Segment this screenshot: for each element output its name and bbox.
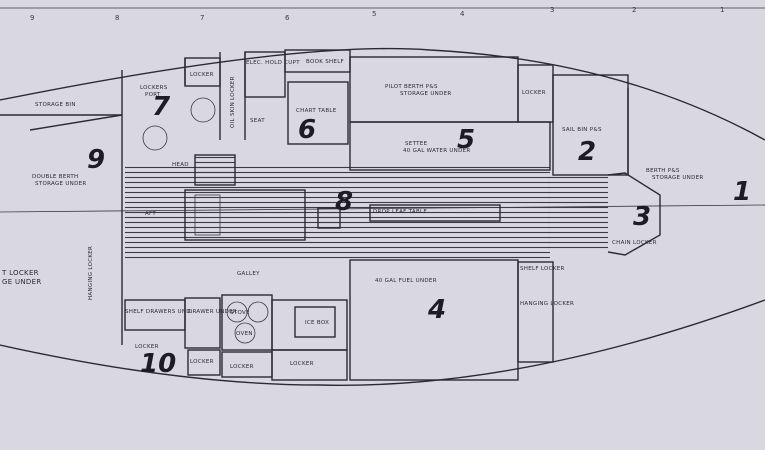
label-locker: LOCKER (230, 364, 254, 370)
ruler-mark: 1 (720, 6, 724, 14)
label-drop-leaf-table: DROP LEAF TABLE (373, 209, 427, 215)
label-ice-box: ICE BOX (305, 320, 329, 326)
compartment-number: 6 (298, 115, 316, 145)
label-chart-table: CHART TABLE (296, 108, 337, 114)
label-aft: AFT (145, 211, 156, 217)
ruler-mark: 7 (200, 14, 204, 22)
label-storage-bin: STORAGE BIN (35, 102, 76, 108)
compartment-number: 1 (733, 177, 751, 207)
ruler-mark: 2 (632, 6, 636, 14)
label-locker: T LOCKER (1, 269, 39, 277)
compartment-number: 5 (457, 125, 475, 155)
label-pilot-berth: PILOT BERTH P&S (385, 84, 438, 90)
top-ruler: 9 8 7 6 5 4 3 2 1 (0, 6, 765, 22)
compartment-walls (0, 49, 661, 381)
label-locker: LOCKER (190, 72, 214, 78)
ruler-mark: 8 (115, 14, 119, 22)
compartment-number: 4 (427, 295, 446, 325)
label-locker: LOCKER (290, 361, 314, 367)
label-double-berth: DOUBLE BERTH (32, 174, 78, 180)
label-lockers: LOCKERS (140, 85, 168, 91)
label-book-shelf: BOOK SHELF (306, 59, 344, 65)
label-storage-under: GE UNDER (2, 278, 42, 286)
label-storage-under: STORAGE UNDER (400, 91, 452, 97)
label-oven: OVEN (236, 331, 253, 337)
compartment-number: 3 (633, 202, 651, 232)
compartment-number: 7 (152, 92, 171, 122)
label-oil-skin-locker: OIL SKIN LOCKER (230, 76, 236, 128)
label-shelf-locker: SHELF LOCKER (520, 266, 565, 272)
labels: STORAGE BIN DOUBLE BERTH STORAGE UNDER L… (1, 59, 704, 370)
label-lockers-port: PORT (145, 92, 161, 98)
hull-outline (0, 47, 765, 386)
fixtures (142, 97, 269, 344)
label-settee: SETTEE (405, 141, 428, 147)
label-head: HEAD (172, 162, 189, 168)
label-drawer-under: DRAWER UNDER (188, 309, 237, 315)
label-hanging-locker: HANGING LOCKER (88, 246, 94, 300)
label-water-tank: 40 GAL WATER UNDER (403, 148, 471, 154)
label-galley: GALLEY (237, 271, 260, 277)
label-shelf-drawers: SHELF DRAWERS UND. (125, 309, 193, 315)
label-hanging-locker: HANGING LOCKER (520, 301, 574, 307)
ruler-mark: 3 (550, 6, 554, 14)
label-locker: LOCKER (135, 344, 159, 350)
label-seat: SEAT (250, 118, 265, 124)
label-sail-bin: SAIL BIN P&S (562, 127, 602, 133)
compartment-number: 2 (578, 137, 596, 167)
label-locker: LOCKER (522, 90, 546, 96)
ruler-mark: 9 (30, 14, 34, 22)
ruler-mark: 6 (285, 14, 290, 22)
compartment-number: 10 (140, 349, 176, 379)
label-storage-under: STORAGE UNDER (652, 175, 704, 181)
ruler-mark: 5 (372, 10, 376, 18)
label-chain-locker: CHAIN LOCKER (612, 240, 657, 246)
compartment-number: 9 (87, 145, 105, 175)
label-berth: BERTH P&S (646, 168, 680, 174)
label-locker: LOCKER (190, 359, 214, 365)
label-fuel-tank: 40 GAL FUEL UNDER (375, 278, 437, 284)
ruler-mark: 4 (460, 10, 465, 18)
compartment-number: 8 (335, 187, 353, 217)
label-stove: STOVE (230, 310, 250, 316)
label-storage-under: STORAGE UNDER (35, 181, 87, 187)
label-elec-cupboard: ELEC. HOLD CUPT (246, 60, 300, 66)
compartment-numbers: 1 2 3 4 5 6 7 8 9 10 (87, 92, 751, 379)
